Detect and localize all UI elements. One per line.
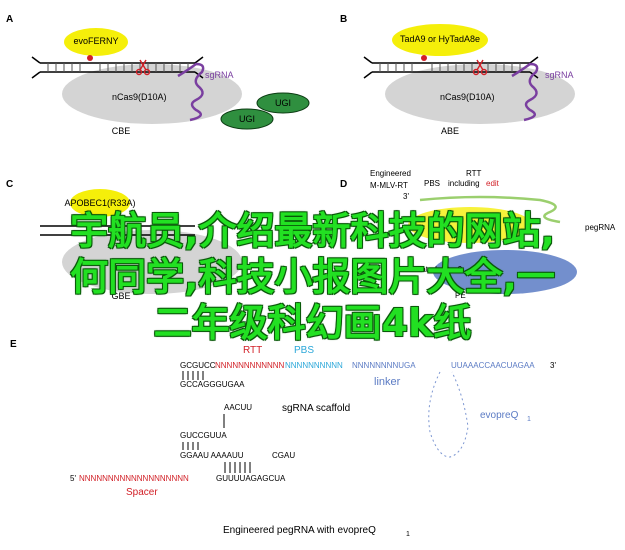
- panel-e-seq-evo: UUAAACCAACUAGAA: [451, 361, 535, 370]
- panel-d-name: PE: [455, 291, 466, 300]
- panel-e-letter: E: [10, 339, 17, 350]
- panel-a-deaminase-ellipse: [64, 28, 128, 56]
- panel-d-pbs: PBS: [424, 179, 440, 188]
- panel-e-seq-top-left: GCGUCC: [180, 361, 216, 370]
- panel-e-seq-4: AACUU: [224, 403, 252, 412]
- panel-e-three-prime: 3': [550, 361, 556, 370]
- panel-a-ugi-2-label: UGI: [239, 114, 255, 124]
- panel-e-scaffold-label: sgRNA scaffold: [282, 403, 350, 414]
- panel-e-stem-lines: [182, 371, 251, 473]
- panel-a-sgrna-label: sgRNA: [205, 70, 234, 80]
- panel-d-engineered: Engineered: [370, 169, 411, 178]
- panel-d-pegrna-label: pegRNA: [585, 223, 616, 232]
- panel-e-seq-6: GGAAU AAAAUU: [180, 451, 244, 460]
- panel-b-cas-label: nCas9(D10A): [440, 92, 495, 102]
- panel-b-sgrna-icon: [511, 62, 539, 122]
- panel-d-letter: D: [340, 179, 347, 190]
- panel-e-spacer-label: Spacer: [126, 487, 158, 498]
- panel-a-name: CBE: [112, 126, 131, 136]
- panel-a-letter: A: [6, 14, 13, 25]
- panel-d-including: including: [448, 179, 480, 188]
- panel-c-name: GBE: [111, 291, 130, 301]
- panel-a-ugi-2: [220, 108, 274, 130]
- panel-d-rt-ellipse: [408, 207, 532, 243]
- panel-e-caption: Engineered pegRNA with evopreQ: [223, 525, 376, 536]
- panel-e-seq-7: CGAU: [272, 451, 295, 460]
- panel-c-enzyme-label: APOBEC1(R33A): [64, 198, 135, 208]
- panel-d-mutated-label: Mutated nCas9: [408, 265, 463, 274]
- panel-a-dna: [31, 55, 204, 79]
- panel-a-scissor-icon: [135, 59, 151, 76]
- panel-b-letter: B: [340, 14, 347, 25]
- panel-b-deaminase-ellipse: [392, 24, 488, 56]
- panel-e-evopreq-loop: [428, 371, 469, 458]
- panel-e-seq-rtt: NNNNNNNNNNNN: [215, 361, 285, 370]
- panel-e-five-prime: 5': [70, 474, 76, 483]
- panel-a-ugi-1-label: UGI: [275, 98, 291, 108]
- panel-d-mmlv: M-MLV-RT: [370, 181, 408, 190]
- panel-e-seq-bottom: GUUUUAGAGCUA: [216, 474, 286, 483]
- panel-d-edit: edit: [486, 179, 500, 188]
- panel-d-rtt: RTT: [466, 169, 482, 178]
- panel-e-pbs-label: PBS: [294, 345, 314, 356]
- panel-d-pegrna-icon: [419, 195, 561, 224]
- panel-e-evopreq-sub: 1: [527, 416, 531, 423]
- panel-a-cas-label: nCas9(D10A): [112, 92, 167, 102]
- panel-e-seq-5: GUCCGUUA: [180, 431, 227, 440]
- panel-c-deaminase-ellipse: [70, 189, 130, 217]
- panel-e-seq-linker: NNNNNNNNUGA: [352, 361, 416, 370]
- panel-c-letter: C: [6, 179, 13, 190]
- panel-e-evopreq-label: evopreQ: [480, 410, 519, 421]
- panel-c-cas-ellipse: [62, 230, 242, 294]
- panel-a-sgrna-icon: [177, 62, 205, 122]
- panel-e-rtt-label: RTT: [243, 345, 262, 356]
- panel-e-seq-spacer: NNNNNNNNNNNNNNNNNNN: [79, 474, 189, 483]
- panel-b-sgrna-label: sgRNA: [545, 70, 574, 80]
- panel-e-linker-label: linker: [374, 376, 401, 388]
- panel-d-cas-ellipse: [433, 250, 577, 294]
- panel-c-dna: [40, 225, 195, 236]
- panel-e-seq-pbs: NNNNNNNNNN: [285, 361, 343, 370]
- panel-b-dna: [363, 55, 539, 79]
- panel-e-caption-sub: 1: [406, 531, 410, 538]
- panel-a-enzyme-label: evoFERNY: [73, 36, 118, 46]
- panel-b-scissor-icon: [472, 59, 488, 76]
- panel-e-seq-2: GCCAGGGUGAA: [180, 380, 245, 389]
- panel-a-ugi-1: [256, 92, 310, 114]
- panel-b-enzyme-label: TadA9 or HyTadA8e: [400, 34, 480, 44]
- panel-b-name: ABE: [441, 126, 459, 136]
- panel-d-three-prime: 3': [403, 192, 409, 201]
